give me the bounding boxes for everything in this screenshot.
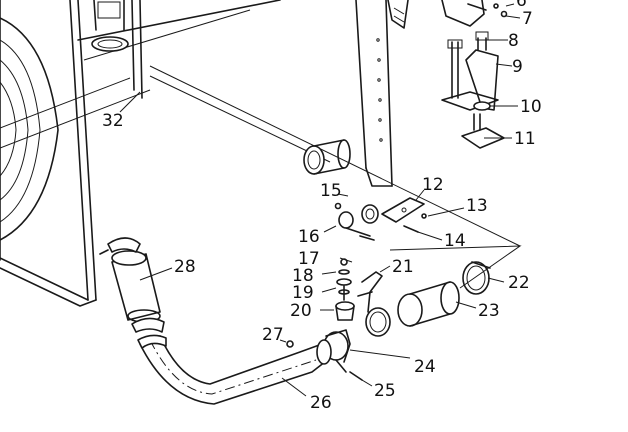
callout-15: 15 — [320, 181, 342, 201]
mounting-bracket-top — [441, 0, 508, 27]
muffler-drum — [0, 0, 151, 261]
mount-stack — [335, 258, 355, 321]
vertical-tailpipe — [91, 0, 143, 99]
callout-28: 28 — [174, 257, 196, 277]
rubber-sleeve — [303, 139, 351, 175]
callout-7: 7 — [522, 9, 533, 29]
callout-10: 10 — [520, 97, 542, 117]
support-post — [355, 0, 409, 187]
callout-25: 25 — [374, 381, 396, 401]
callout-14: 14 — [444, 231, 466, 251]
intermediate-pipe — [397, 281, 460, 327]
u-bolt-bracket — [441, 31, 505, 149]
callout-20: 20 — [290, 301, 312, 321]
callout-9: 9 — [512, 57, 523, 77]
hanger-bracket — [334, 197, 427, 241]
callout-16: 16 — [298, 227, 320, 247]
callout-17: 17 — [298, 249, 320, 269]
callout-21: 21 — [392, 257, 414, 277]
callout-19: 19 — [292, 283, 314, 303]
leader-lines — [119, 3, 522, 397]
silencer-tube — [99, 237, 167, 349]
callout-12: 12 — [422, 175, 444, 195]
callout-32: 32 — [102, 111, 124, 131]
band-clamp-mid — [365, 307, 391, 337]
callout-18: 18 — [292, 266, 314, 286]
callout-11: 11 — [514, 129, 536, 149]
callout-8: 8 — [508, 31, 519, 51]
callout-22: 22 — [508, 273, 530, 293]
callout-23: 23 — [478, 301, 500, 321]
callout-26: 26 — [310, 393, 332, 413]
callout-labels: 6 7 8 9 10 11 12 13 14 15 16 17 18 19 20… — [102, 0, 542, 413]
callout-6: 6 — [516, 0, 527, 11]
support-strap — [357, 271, 383, 313]
callout-27: 27 — [262, 325, 284, 345]
callout-13: 13 — [466, 196, 488, 216]
band-clamp-right — [462, 261, 491, 295]
frame-panel — [0, 0, 521, 307]
elbow-pipe — [139, 335, 332, 405]
callout-24: 24 — [414, 357, 436, 377]
